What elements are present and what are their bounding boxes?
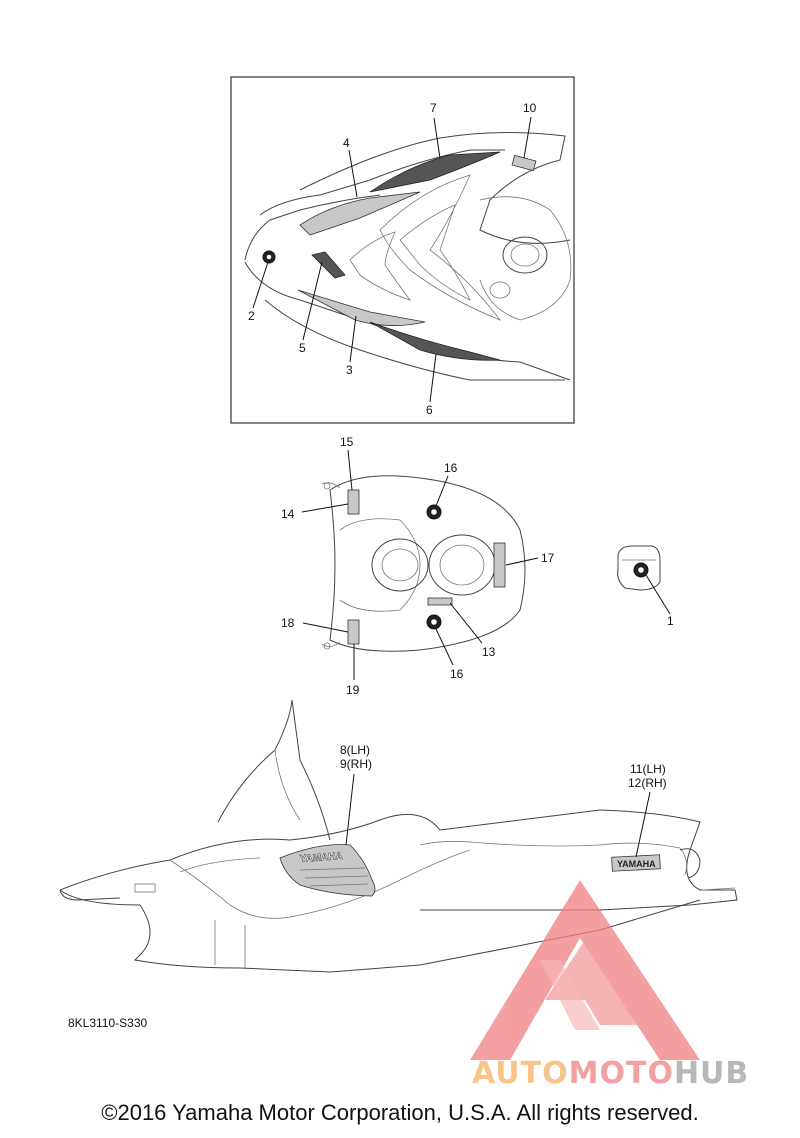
callout-10: 10 [523,101,537,115]
callout-19: 19 [346,683,360,697]
seat-top-view [321,475,526,652]
callout-14: 14 [281,507,295,521]
callout-13: 13 [482,645,496,659]
copyright-notice: ©2016 Yamaha Motor Corporation, U.S.A. A… [101,1100,699,1125]
callout-15: 15 [340,435,354,449]
callout-16-bottom: 16 [450,667,464,681]
callout-8-lh: 8(LH) [340,743,370,757]
callout-16-top: 16 [444,461,458,475]
callout-labels: 1 2 3 4 5 6 7 8(LH) 9(RH) 10 11(LH) 12(R… [248,101,674,790]
callout-6: 6 [426,403,433,417]
callout-11-lh: 11(LH) [630,762,666,776]
callout-3: 3 [346,363,353,377]
callout-5: 5 [299,341,306,355]
watermark-part-hub: HUB [673,1056,750,1091]
side-view: YAMAHA YAMAHA [59,699,738,973]
callout-9-rh: 9(RH) [340,757,372,771]
rear-decal-text: YAMAHA [617,859,656,869]
callout-2: 2 [248,309,255,323]
watermark-text: AUTOMOTOHUB [472,1056,749,1091]
side-decal-text: YAMAHA [299,851,343,865]
watermark-part-auto: AUTO [472,1056,569,1091]
emblem-part [617,545,671,615]
callout-1: 1 [667,614,674,628]
callout-17: 17 [541,551,555,565]
diagram-code: 8KL3110-S330 [68,1016,148,1030]
watermark-logo [470,880,700,1060]
seat-view-leaders [301,449,539,680]
callout-7: 7 [430,101,437,115]
callout-12-rh: 12(RH) [628,776,667,790]
callout-4: 4 [343,136,350,150]
callout-18: 18 [281,616,295,630]
top-view-leaders [252,116,532,403]
top-view-panel [230,76,575,424]
watermark-part-moto: MOTO [568,1056,674,1091]
